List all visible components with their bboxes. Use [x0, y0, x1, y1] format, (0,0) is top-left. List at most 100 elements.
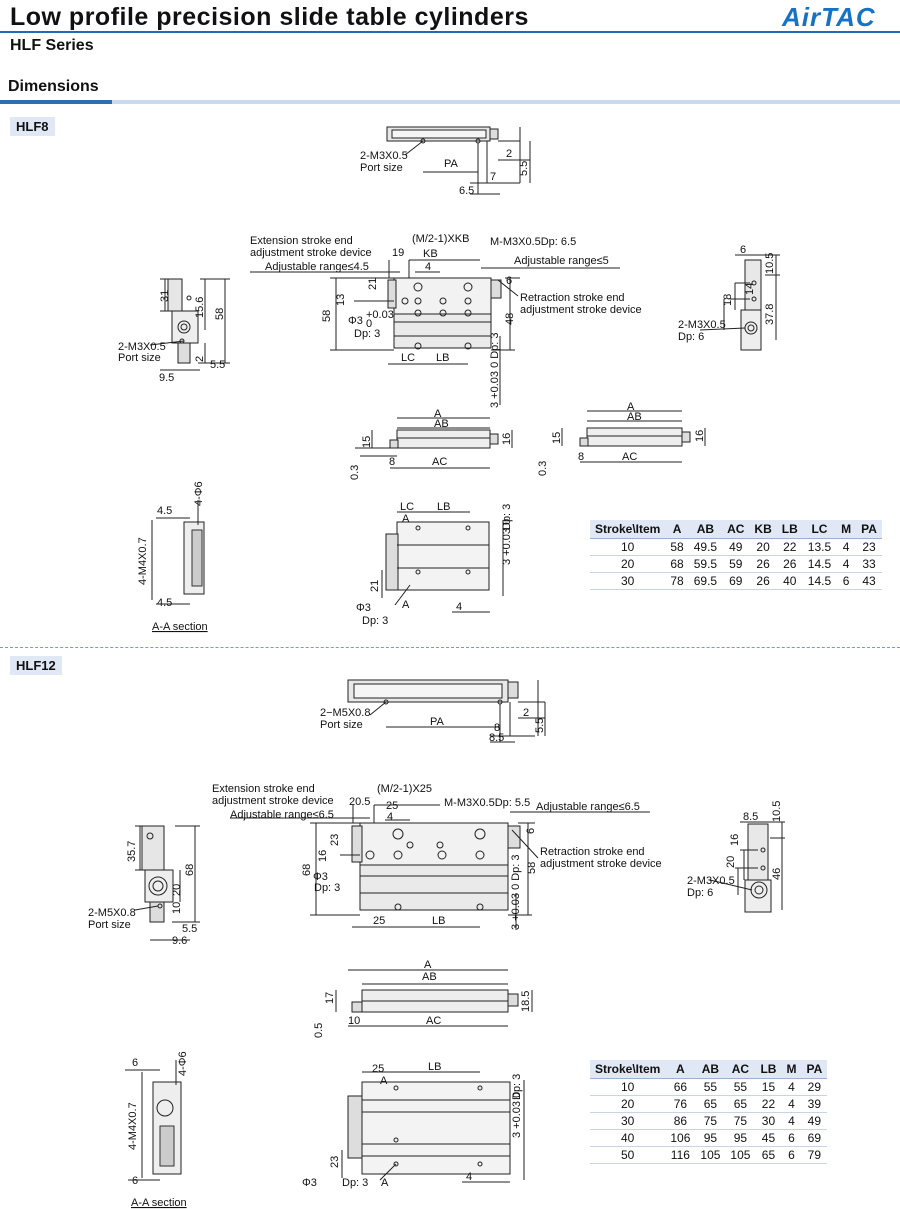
table-cell: 20 [590, 555, 666, 573]
hlf8-side-port-size: Port size [118, 352, 161, 364]
hlf12-dim-25: 25 [386, 800, 398, 812]
table-cell: 78 [665, 572, 689, 590]
hlf12-plan-a: A [380, 1075, 388, 1087]
table-cell: 33 [856, 555, 882, 573]
hlf8-tol0: 0 [366, 318, 372, 330]
table-cell: 4 [781, 1078, 802, 1096]
table-cell: 40 [776, 572, 803, 590]
table-cell: 49 [722, 538, 750, 556]
table-header-cell: M [781, 1060, 802, 1079]
hlf12-dim-pa: PA [430, 716, 445, 728]
hlf12-dim-55: 5.5 [534, 718, 546, 733]
table-cell: 4 [836, 555, 857, 573]
hlf12-side-20: 20 [171, 884, 183, 896]
hlf12-aa-6: 6 [132, 1057, 138, 1069]
page-title: Low profile precision slide table cylind… [10, 3, 529, 31]
hlf12-bot-a: A [424, 959, 432, 971]
hlf8-dim-4: 4 [425, 261, 431, 273]
hlf12-plan-lb: LB [428, 1061, 441, 1073]
table-cell: 55 [695, 1078, 726, 1096]
table-cell: 13.5 [802, 538, 837, 556]
table-cell: 20 [749, 538, 777, 556]
hlf12-ext-label1: Extension stroke end [212, 783, 315, 795]
table-cell: 75 [725, 1112, 756, 1130]
table-cell: 79 [801, 1146, 828, 1164]
table-header-cell: LB [755, 1060, 782, 1079]
table-cell: 22 [776, 538, 803, 556]
hlf8-dim-65: 6.5 [459, 185, 474, 197]
hlf8-aa-45: 4.5 [157, 505, 172, 517]
table-cell: 116 [665, 1146, 696, 1164]
table-cell: 95 [695, 1129, 726, 1147]
hlf12-bot-ab: AB [422, 971, 437, 983]
hlf12-adj65b: Adjustable range≤6.5 [536, 801, 640, 813]
hlf12-end-port: 2-M3X0.5 [687, 875, 735, 887]
hlf12-end-16: 16 [729, 834, 741, 846]
hlf12-end-dp: Dp: 6 [687, 887, 713, 899]
hlf12-plan-a2: A [381, 1177, 389, 1189]
hlf12-front-view [230, 804, 650, 930]
hlf12-ext-label2: adjustment stroke device [212, 795, 334, 807]
hlf12-dp3v: 3 +0.03 0 Dp: 3 [510, 854, 522, 930]
airtac-logo: AirTAC [782, 2, 876, 32]
table-cell: 29 [801, 1078, 828, 1096]
hlf8-bot2-ab: AB [627, 411, 642, 423]
hlf12-dim-2: 2 [523, 707, 529, 719]
table-cell: 4 [781, 1112, 802, 1130]
hlf12-plan-dp: Dp: 3 [342, 1177, 368, 1189]
hlf12-plan-4: 4 [466, 1171, 472, 1183]
hlf8-mm3: M-M3X0.5Dp: 6.5 [490, 236, 576, 248]
hlf8-tol: +0.03 [366, 309, 394, 321]
table-cell: 65 [755, 1146, 782, 1164]
hlf8-mkb: (M/2-1)XKB [412, 233, 469, 245]
hlf12-ret1: Retraction stroke end [540, 846, 645, 858]
hlf12-top-view [347, 679, 546, 743]
hlf12-aa-4m4: 4-M4X0.7 [127, 1102, 139, 1150]
hlf12-plan-view [341, 1071, 525, 1183]
table-cell: 26 [749, 572, 777, 590]
hlf8-bot2-ac: AC [622, 451, 637, 463]
table-cell: 105 [725, 1146, 756, 1164]
hlf8-plan-view [381, 511, 504, 613]
table-cell: 59 [722, 555, 750, 573]
table-cell: 30 [590, 1112, 666, 1130]
hlf12-side-view [134, 825, 200, 941]
table-cell: 106 [665, 1129, 696, 1147]
section-rule [0, 100, 900, 104]
table-cell: 4 [781, 1095, 802, 1113]
table-header-cell: AB [688, 520, 723, 539]
table-cell: 49.5 [688, 538, 723, 556]
hlf12-bot-17: 17 [324, 992, 336, 1004]
hlf12-bot-05: 0.5 [313, 1023, 325, 1038]
hlf12-aa-section [125, 1060, 182, 1181]
table-header-cell: AC [725, 1060, 756, 1079]
hlf12-bot-ac: AC [426, 1015, 441, 1027]
table-cell: 40 [590, 1129, 666, 1147]
hlf8-plan-dp: Dp: 3 [362, 615, 388, 627]
hlf8-end-18: 18 [722, 294, 734, 306]
hlf8-ext-label2: adjustment stroke device [250, 247, 372, 259]
hlf8-dim-21: 21 [367, 278, 379, 290]
hlf8-adj5: Adjustable range≤5 [514, 255, 609, 267]
hlf12-side-55: 5.5 [182, 923, 197, 935]
table-cell: 26 [776, 555, 803, 573]
hlf8-plan-lc: LC [400, 501, 414, 513]
hlf12-side-357: 35.7 [126, 841, 138, 862]
table-cell: 30 [590, 572, 666, 590]
hlf8-ext-label1: Extension stroke end [250, 235, 353, 247]
hlf8-end-14: 14 [744, 283, 756, 295]
hlf8-bot1-a: A [434, 408, 442, 420]
table-cell: 105 [695, 1146, 726, 1164]
table-cell: 43 [856, 572, 882, 590]
table-header-cell: M [836, 520, 857, 539]
hlf8-ret1: Retraction stroke end [520, 292, 625, 304]
hlf12-lb: LB [432, 915, 445, 927]
table-header-cell: LB [776, 520, 803, 539]
hlf12-side-10: 10 [171, 902, 183, 914]
